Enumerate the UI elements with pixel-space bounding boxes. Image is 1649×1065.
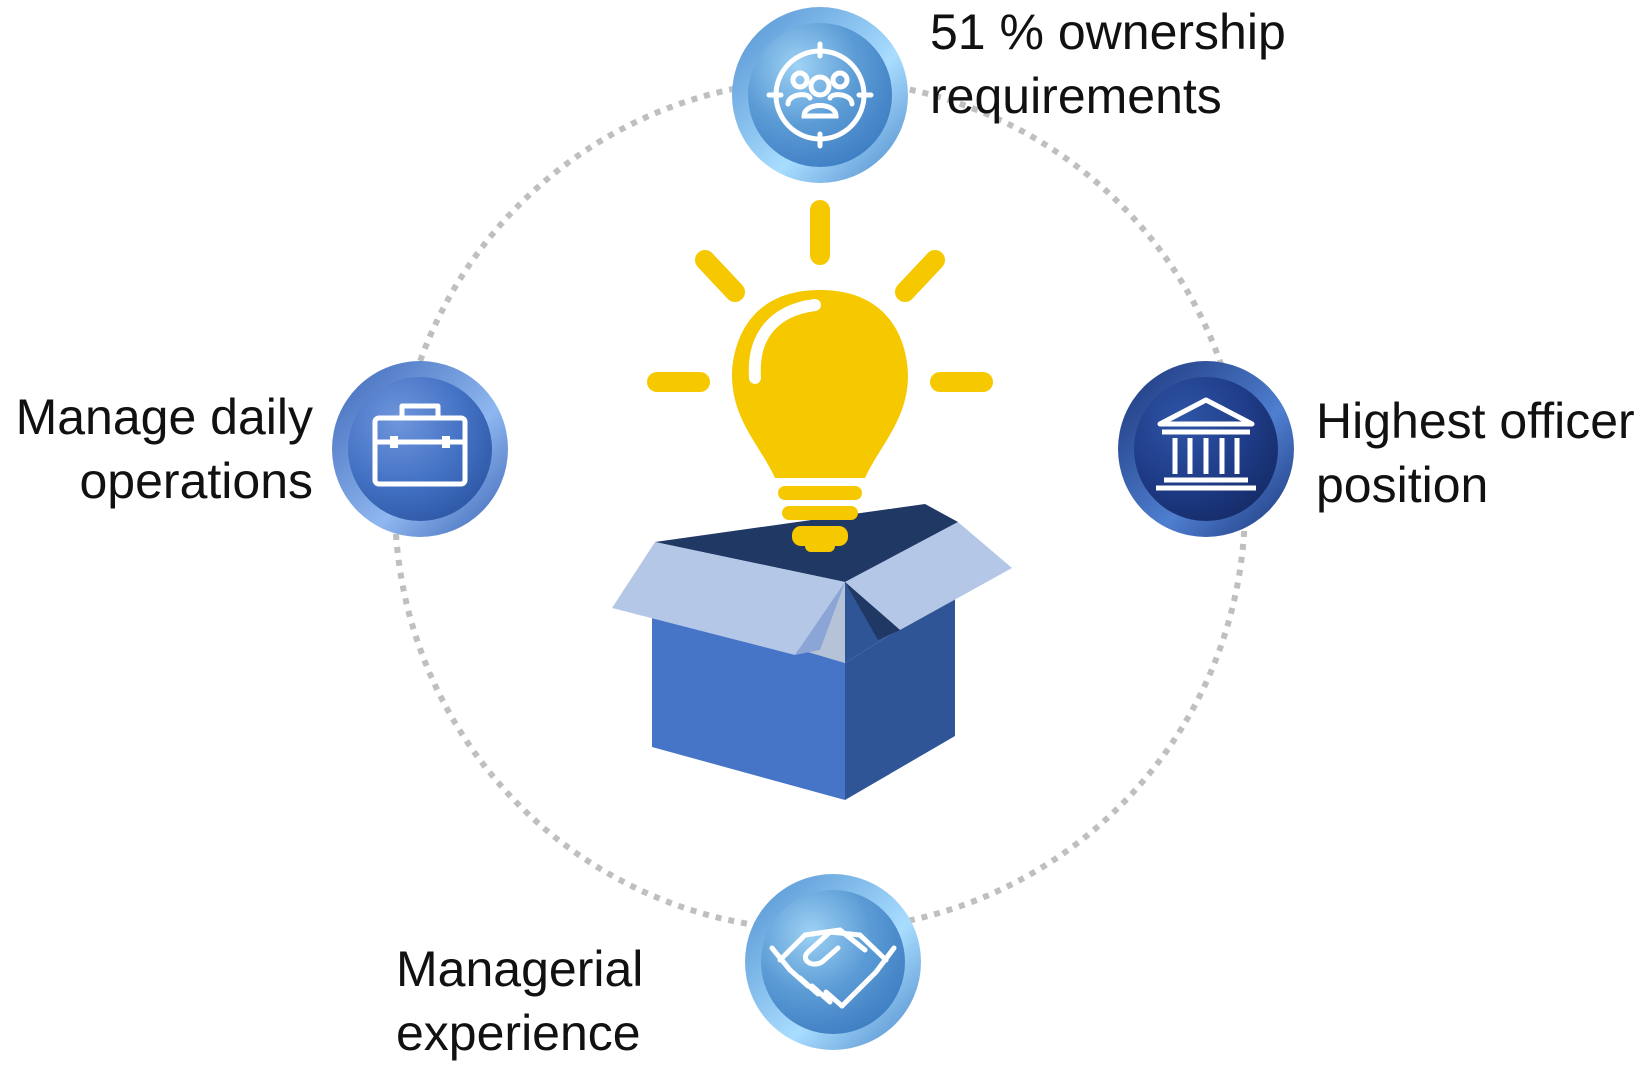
label-top-line1: 51 % ownership (930, 4, 1286, 60)
light-rays (647, 200, 993, 392)
open-box-icon (612, 522, 1012, 800)
label-right-line1: Highest officer (1316, 393, 1635, 449)
label-bottom-line2: experience (396, 1005, 641, 1061)
label-ownership-requirements: 51 % ownership requirements (930, 0, 1286, 128)
label-left-line2: operations (79, 453, 314, 509)
node-bottom-circle (745, 874, 921, 1050)
node-top-circle (732, 7, 908, 183)
people-target-icon (766, 41, 874, 149)
label-bottom-line1: Managerial (396, 941, 644, 997)
label-managerial-experience: Managerial experience (396, 937, 643, 1065)
lightbulb-icon (732, 290, 908, 552)
handshake-icon (769, 927, 897, 1009)
label-highest-officer-position: Highest officer position (1316, 389, 1635, 517)
node-right-circle (1118, 361, 1294, 537)
label-top-line2: requirements (930, 68, 1222, 124)
label-left-line1: Manage daily (15, 389, 313, 445)
bank-building-icon (1156, 397, 1256, 491)
node-left-circle (332, 361, 508, 537)
label-right-line2: position (1316, 457, 1489, 513)
briefcase-icon (372, 403, 468, 487)
label-manage-daily-operations: Manage daily operations (16, 385, 313, 513)
